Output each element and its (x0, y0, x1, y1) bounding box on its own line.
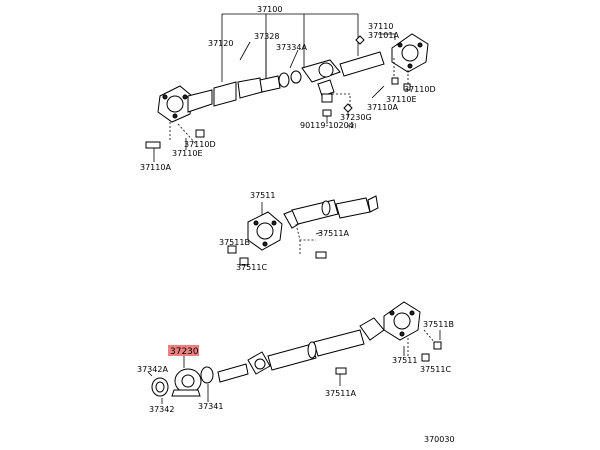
leader-37110-top (378, 33, 396, 40)
leader-37334a (289, 49, 299, 69)
label-37342a[interactable]: 37342A (137, 365, 168, 374)
rear-shaft-tube (217, 317, 385, 383)
part-labels: 37100 37328 37110 37101A 37120 37334A 37… (137, 5, 455, 444)
label-37110e-left[interactable]: 37110E (172, 149, 203, 158)
label-37110e-top[interactable]: 37110E (386, 95, 417, 104)
front-shaft-tube (187, 70, 302, 113)
label-37110d-left[interactable]: 37110D (184, 140, 216, 149)
highlight-box (168, 345, 199, 356)
washer-37341 (200, 366, 214, 384)
leader-37342a (147, 371, 153, 377)
middle-shaft-assembly (227, 195, 379, 266)
nut-37110d-top (403, 83, 411, 91)
bottom-flex-coupling (383, 301, 421, 341)
highlighted-part-37230[interactable]: 37230 (168, 345, 199, 357)
label-37341[interactable]: 37341 (198, 402, 223, 411)
bolt-37110a-left (145, 141, 161, 149)
bolt-37511b-mid (227, 245, 237, 254)
nut-37110e-top (391, 77, 399, 85)
label-37342[interactable]: 37342 (149, 405, 174, 414)
left-flex-coupling (157, 85, 193, 123)
bolt-37511a-mid (315, 251, 327, 259)
label-37120[interactable]: 37120 (208, 39, 233, 48)
nut-37511c-bot (421, 353, 430, 362)
label-37100[interactable]: 37100 (257, 5, 282, 14)
leader-37511a-mid (315, 231, 323, 235)
label-37511b-bot[interactable]: 37511B (423, 320, 454, 329)
label-37511b-mid[interactable]: 37511B (219, 238, 250, 247)
center-universal-joint (301, 51, 385, 112)
bolt-37511a-bot (335, 367, 347, 375)
label-37101a[interactable]: 37101A (368, 31, 399, 40)
label-37110-top[interactable]: 37110 (368, 22, 393, 31)
middle-flex-coupling (247, 211, 283, 251)
catalog-number: 370030 (424, 435, 455, 444)
label-37110a-left[interactable]: 37110A (140, 163, 171, 172)
nut-37511c-mid (239, 257, 249, 266)
label-37110d-top[interactable]: 37110D (404, 85, 436, 94)
label-90119[interactable]: 90119-10204 (300, 121, 354, 130)
label-37230g[interactable]: 37230G (340, 113, 372, 122)
right-flex-coupling (391, 33, 429, 73)
bolt-37230g (343, 103, 353, 113)
label-37334a[interactable]: 37334A (276, 43, 307, 52)
label-37328[interactable]: 37328 (254, 32, 279, 41)
top-propeller-shaft-assembly (145, 13, 429, 162)
label-37511-bot[interactable]: 37511 (392, 356, 417, 365)
leader-37120 (239, 41, 251, 61)
bolt-37101a (355, 35, 365, 45)
label-37110a-top[interactable]: 37110A (367, 103, 398, 112)
bolt-37511b-bot (433, 341, 442, 350)
label-37511-mid[interactable]: 37511 (250, 191, 275, 200)
middle-shaft-tube (283, 195, 379, 229)
label-37511c-mid[interactable]: 37511C (236, 263, 267, 272)
label-37230[interactable]: 37230 (170, 347, 199, 357)
label-90119-qty: (2) (348, 123, 357, 130)
label-37511a-bot[interactable]: 37511A (325, 389, 356, 398)
label-37511a-mid[interactable]: 37511A (318, 229, 349, 238)
bolt-90119 (322, 109, 332, 117)
leader-37110a-top (371, 85, 385, 99)
bottom-shaft-assembly (147, 301, 442, 404)
nut-37110d-left (195, 129, 205, 138)
label-37511c-bot[interactable]: 37511C (420, 365, 451, 374)
